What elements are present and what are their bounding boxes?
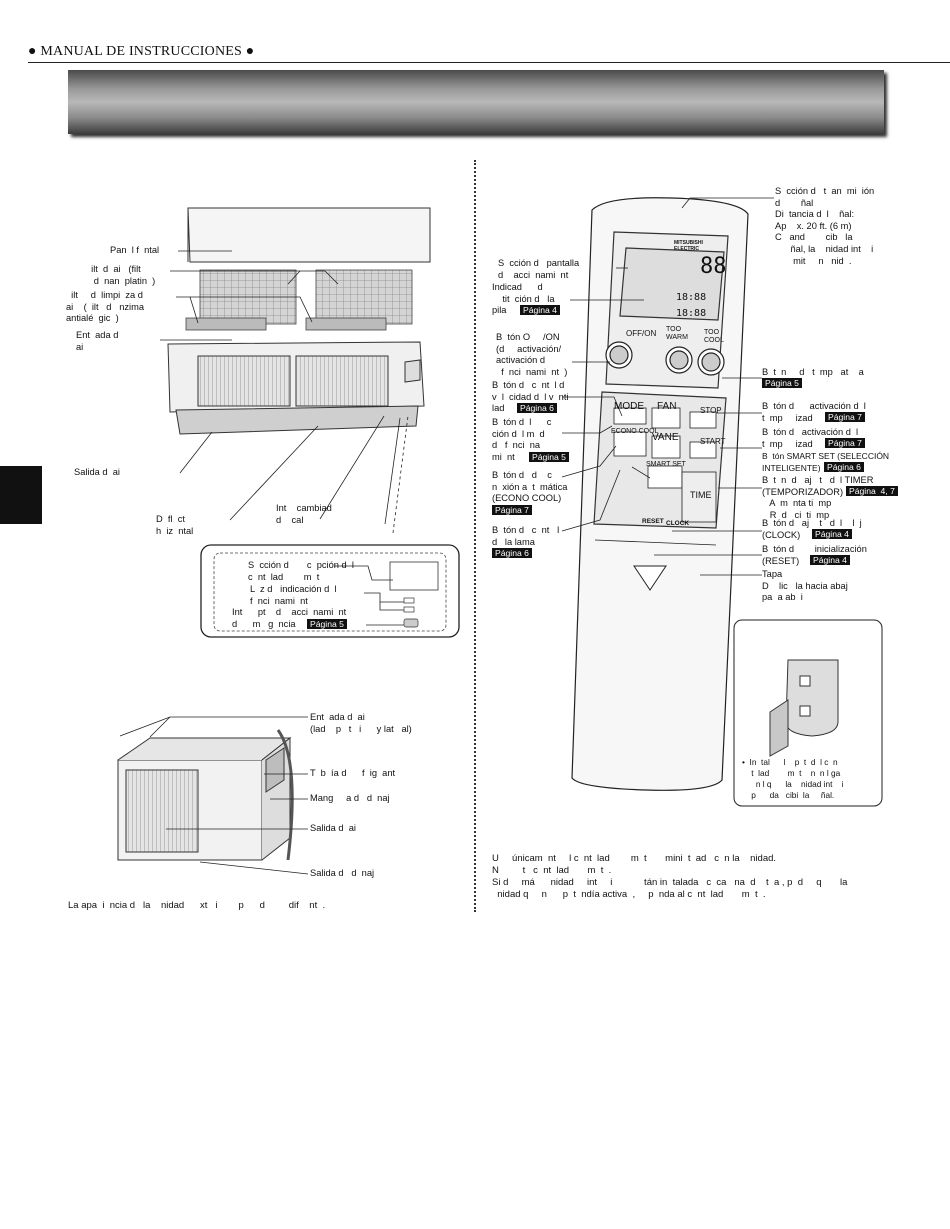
- outdoor-unit: [117, 729, 294, 861]
- too-cool-key: TOO COOL: [704, 329, 724, 344]
- indoor-front-panel: [187, 207, 431, 263]
- lcd-time-1: 18:88: [676, 292, 707, 303]
- mode-key: MODE: [614, 401, 644, 412]
- page-badge: Página 7: [825, 412, 865, 422]
- label-cover: Tapa D lic la hacia abaj pa a ab i: [762, 569, 848, 603]
- outdoor-leaders: [119, 716, 309, 875]
- page-badge: Página 7: [825, 438, 865, 448]
- label-signal-emission: S cción d t an mi ión d ñal Di tancia d …: [775, 186, 875, 266]
- lcd-temperature: 88: [700, 254, 727, 279]
- air-filters: [185, 269, 413, 331]
- label-horizontal-vane: D fl ct h iz ntal: [156, 514, 194, 536]
- label-reset-button: B tón d inicialización (RESET)Página 4: [762, 544, 867, 566]
- econo-key: ECONO COOL: [611, 428, 659, 435]
- label-smart-set-button: B tón SMART SET (SELECCIÓN INTELIGENTE)P…: [762, 451, 890, 473]
- page-badge: Página 4: [520, 305, 560, 315]
- label-mode-button: B tón d l c ción d l m d d f nci na mi n…: [492, 417, 569, 463]
- clock-key: CLOCK: [666, 520, 690, 527]
- page-badge: Página 6: [517, 403, 557, 413]
- label-outdoor-air-inlet: Ent ada d ai (lad p t i y lat al): [310, 712, 412, 734]
- label-onoff-button: B tón O /ON (d activación/ activación d …: [496, 332, 568, 377]
- page-badge: Página 5: [307, 619, 347, 629]
- stop-key: STOP: [700, 406, 722, 415]
- page-badge: Página 5: [529, 452, 569, 462]
- page-badge: Página 4: [812, 529, 852, 539]
- title-banner: [68, 70, 884, 134]
- label-clock-button: B tón d aj t d l l j (CLOCK)Página 4: [762, 518, 862, 540]
- remote-leaders: [561, 197, 774, 576]
- label-fan-speed-button: B tón d c nt l d v l cidad d l v nti lad…: [492, 380, 569, 414]
- reset-key: RESET: [642, 518, 664, 525]
- label-drain-outlet: Salida d d naj: [310, 868, 375, 878]
- holder-illustration: [769, 659, 839, 757]
- indoor-unit-body: [167, 341, 425, 435]
- outdoor-footnote: La apa i ncia d la nidad xt i p d dif nt…: [68, 900, 326, 911]
- header-rule: [28, 62, 950, 63]
- start-key: START: [700, 437, 726, 446]
- label-air-inlet: Ent ada d ai: [76, 330, 119, 352]
- label-timer-set-buttons: B t n d aj t d l TIMER (TEMPORIZADOR)Pág…: [762, 475, 898, 498]
- label-receiver: S cción d c pción d l c nt lad m t: [248, 560, 354, 582]
- fan-key: FAN: [657, 401, 677, 412]
- brand-logo: MITSUBISHI ELECTRIC: [674, 240, 703, 252]
- label-timer-adjust: A m nta ti mp R d ci ti mp: [769, 498, 832, 520]
- label-drain-hose: Mang a d d naj: [310, 793, 390, 803]
- page-badge: Página 6: [492, 548, 532, 558]
- page-badge: Página 7: [492, 505, 532, 515]
- time-key: TIME: [690, 490, 712, 500]
- lcd-time-2: 18:88: [676, 308, 707, 319]
- remote-controller: [571, 197, 749, 791]
- label-refrigerant-pipe: T b ía d f ig ant: [310, 768, 396, 778]
- page-badge: Página 5: [762, 378, 802, 388]
- indoor-leaders: [160, 250, 409, 534]
- label-display: S cción d pantalla d acci nami nt: [498, 258, 580, 280]
- offon-key: OFF/ON: [626, 329, 657, 338]
- label-cleaning-filter: ilt d limpi za d ai ( ilt d nzima antial…: [66, 290, 145, 324]
- smart-set-key: SMART SET: [646, 461, 686, 468]
- label-heat-exchanger: Int cambiad d cal: [276, 503, 332, 525]
- label-air-outlet: Salida d ai: [74, 467, 120, 477]
- label-front-panel: Pan l f ntal: [110, 245, 160, 255]
- receiver-inset: [200, 544, 460, 638]
- vane-key: VANE: [652, 432, 679, 443]
- holder-note: • In tal l p t d l c n t lad m t n n l g…: [742, 757, 844, 800]
- column-divider: [474, 160, 476, 912]
- page-badge: Página 4, 7: [846, 486, 898, 496]
- page-badge: Página 4: [810, 555, 850, 565]
- label-econo-cool-button: B tón d d c n xión a t mática (ECONO COO…: [492, 470, 568, 515]
- too-warm-key: TOO WARM: [666, 326, 688, 341]
- label-air-filter: ilt d ai (filt d nan platin ): [91, 264, 156, 286]
- label-outdoor-air-outlet: Salida d ai: [310, 823, 356, 833]
- remote-bottom-note: U únicam nt l c nt lad m t mini t ad c n…: [492, 853, 848, 900]
- manual-header: ● MANUAL DE INSTRUCCIONES ●: [28, 44, 255, 59]
- page-badge: Página 6: [824, 462, 864, 472]
- label-indicator-lamp: L z d indicación d l f nci nami nt: [250, 584, 337, 606]
- section-tab: [0, 466, 42, 524]
